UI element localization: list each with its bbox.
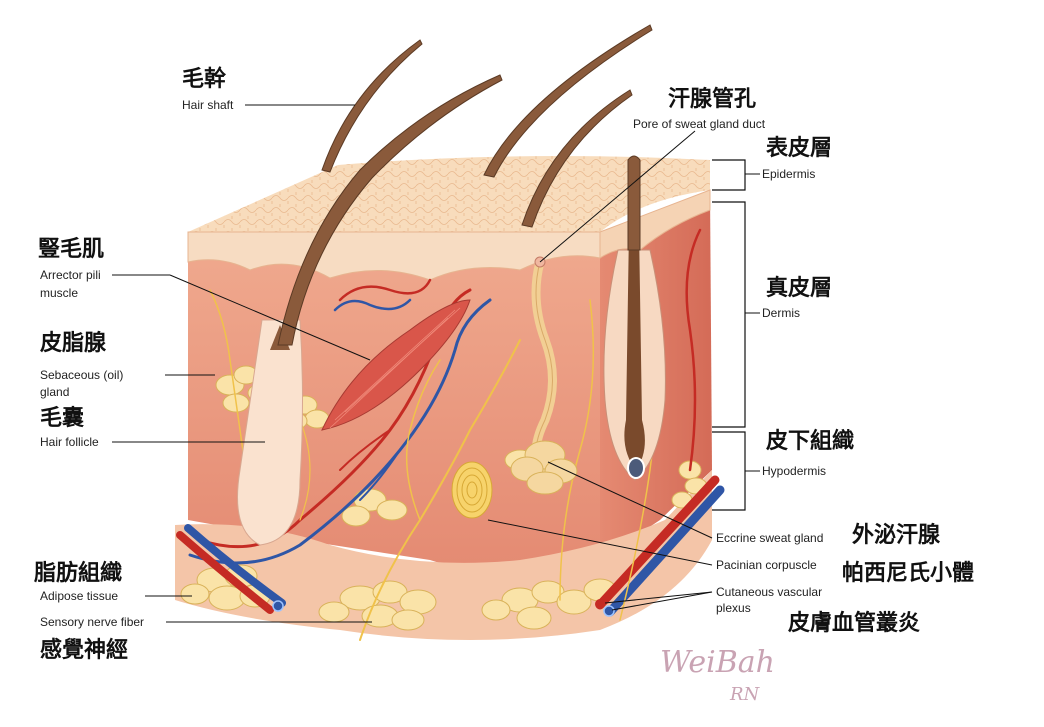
dermis-zh: 真皮層 [766, 275, 832, 301]
label-epidermis: 表皮層 Epidermis [762, 135, 832, 181]
watermark-line1: WeiBah [660, 645, 775, 680]
hair-shaft-en: Hair shaft [182, 98, 234, 112]
dermis-en: Dermis [762, 306, 800, 320]
pacinian-en: Pacinian corpuscle [716, 558, 817, 572]
label-pacinian: Pacinian corpuscle 帕西尼氏小體 [716, 558, 974, 586]
label-adipose: 脂肪組織 Adipose tissue [34, 560, 122, 603]
pacinian-zh: 帕西尼氏小體 [842, 560, 974, 586]
label-arrector: 豎毛肌 Arrector pili muscle [38, 237, 104, 300]
nerve-zh: 感覺神經 [40, 637, 128, 663]
hypodermis-en: Hypodermis [762, 464, 826, 478]
watermark-signature: WeiBah RN [660, 645, 775, 705]
vascular-en1: Cutaneous vascular [716, 585, 822, 599]
label-follicle: 毛囊 Hair follicle [40, 405, 99, 449]
nerve-en: Sensory nerve fiber [40, 615, 144, 629]
watermark-line2: RN [729, 684, 761, 705]
label-eccrine: Eccrine sweat gland 外泌汗腺 [716, 522, 941, 548]
arrector-en1: Arrector pili [40, 268, 101, 282]
sebaceous-en1: Sebaceous (oil) [40, 368, 123, 382]
follicle-zh: 毛囊 [40, 405, 84, 431]
label-sebaceous: 皮脂腺 Sebaceous (oil) gland [40, 330, 123, 399]
epidermis-en: Epidermis [762, 167, 815, 181]
label-hypodermis: 皮下組織 Hypodermis [762, 428, 854, 478]
arrector-zh: 豎毛肌 [38, 237, 104, 262]
pacinian-corpuscle [452, 462, 492, 518]
label-vascular: Cutaneous vascular plexus 皮膚血管叢炎 [716, 585, 920, 636]
epidermis-zh: 表皮層 [766, 135, 832, 161]
vascular-en2: plexus [716, 601, 751, 615]
follicle-en: Hair follicle [40, 435, 99, 449]
label-dermis: 真皮層 Dermis [762, 275, 832, 320]
adipose-zh: 脂肪組織 [34, 560, 122, 586]
hair-shaft-zh: 毛幹 [182, 66, 227, 92]
pore-en: Pore of sweat gland duct [633, 117, 766, 131]
layer-brackets [712, 160, 760, 510]
adipose-en: Adipose tissue [40, 589, 118, 603]
arrector-en2: muscle [40, 286, 78, 300]
label-pore: 汗腺管孔 Pore of sweat gland duct [633, 86, 766, 131]
hypodermis-zh: 皮下組織 [766, 428, 854, 454]
vascular-zh: 皮膚血管叢炎 [788, 610, 920, 636]
eccrine-zh: 外泌汗腺 [852, 522, 941, 548]
sebaceous-en2: gland [40, 385, 69, 399]
eccrine-en: Eccrine sweat gland [716, 531, 823, 545]
sebaceous-zh: 皮脂腺 [40, 330, 107, 356]
label-hair-shaft: 毛幹 Hair shaft [182, 66, 234, 112]
pore-zh: 汗腺管孔 [668, 86, 756, 112]
label-nerve: Sensory nerve fiber 感覺神經 [40, 615, 144, 663]
